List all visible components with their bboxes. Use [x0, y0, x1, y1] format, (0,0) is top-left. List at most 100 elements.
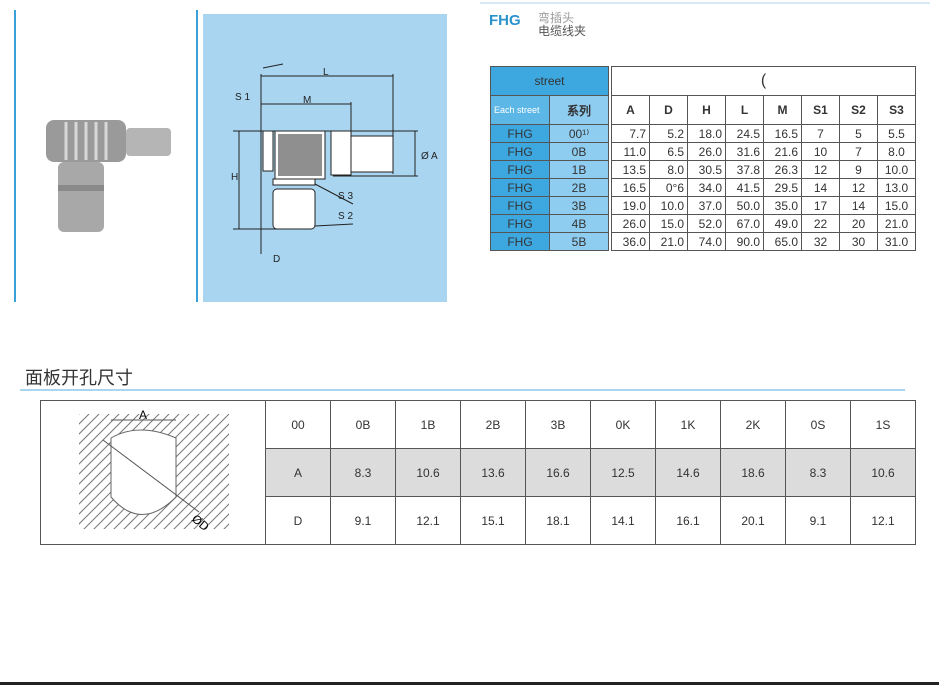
cell-value: 90.0 — [725, 232, 764, 251]
hatch-line — [163, 463, 229, 529]
cell-value: 49.0 — [763, 214, 802, 233]
cell-value: 13.5 — [611, 160, 650, 179]
cell-value: 14 — [839, 196, 878, 215]
cutout-cell: 8.3 — [330, 448, 396, 497]
hatch-line — [41, 412, 71, 532]
cell-value: 15.0 — [877, 196, 916, 215]
cell-value: 17 — [801, 196, 840, 215]
cell-value: 5.2 — [649, 124, 688, 143]
cell-value: 6.5 — [649, 142, 688, 161]
row-prefix: FHG — [490, 178, 550, 197]
row-series: 5B — [549, 232, 609, 251]
cell-value: 26.0 — [611, 214, 650, 233]
cell-value: 32 — [801, 232, 840, 251]
cutout-cell: 1K — [655, 400, 721, 449]
cell-value: 5 — [839, 124, 878, 143]
hatch-line — [41, 412, 51, 532]
col-m: M — [763, 95, 802, 125]
cutout-cell: 00 — [265, 400, 331, 449]
label-s1: S 1 — [235, 92, 250, 103]
product-subtitle: 弯插头 电缆线夹 — [538, 12, 586, 38]
cutout-cell: 16.1 — [655, 496, 721, 545]
hatch-line — [193, 493, 229, 529]
cutout-cell: 1S — [850, 400, 916, 449]
cutout-cell: 10.6 — [850, 448, 916, 497]
cell-value: 14 — [801, 178, 840, 197]
cell-value: 65.0 — [763, 232, 802, 251]
cell-value: 31.0 — [877, 232, 916, 251]
cutout-cell: 1B — [395, 400, 461, 449]
cell-value: 18.0 — [687, 124, 726, 143]
cutout-cell: A — [265, 448, 331, 497]
cell-value: 21.6 — [763, 142, 802, 161]
hatch-line — [79, 414, 130, 465]
cutout-cell: 10.6 — [395, 448, 461, 497]
product-code: FHG — [489, 12, 521, 29]
cell-value: 20 — [839, 214, 878, 233]
cutout-cell: 12.1 — [395, 496, 461, 545]
cell-value: 7 — [839, 142, 878, 161]
hatch-line — [79, 414, 110, 445]
cell-value: 16.5 — [763, 124, 802, 143]
cell-value: 12 — [801, 160, 840, 179]
cell-value: 10.0 — [649, 196, 688, 215]
cutout-cell: 20.1 — [720, 496, 786, 545]
cutout-cell: 2B — [460, 400, 526, 449]
cell-value: 16.5 — [611, 178, 650, 197]
cutout-cell: 3B — [525, 400, 591, 449]
cell-value: 37.0 — [687, 196, 726, 215]
hatch-line — [79, 414, 140, 475]
cell-value: 34.0 — [687, 178, 726, 197]
cell-value: 31.6 — [725, 142, 764, 161]
row-series: 2B — [549, 178, 609, 197]
cell-value: 0°6 — [649, 178, 688, 197]
row-prefix: FHG — [490, 214, 550, 233]
hatch-line — [79, 414, 120, 455]
cell-value: 30 — [839, 232, 878, 251]
cell-value: 36.0 — [611, 232, 650, 251]
col-a: A — [611, 95, 650, 125]
cutout-diagram: /* hatch drawn below */ A ØD — [40, 400, 266, 545]
cell-value: 24.5 — [725, 124, 764, 143]
subtitle-line2: 电缆线夹 — [538, 24, 587, 38]
bottom-border — [0, 682, 939, 685]
cell-value: 50.0 — [725, 196, 764, 215]
cutout-cell: 0B — [330, 400, 396, 449]
panel-cutout-table: /* hatch drawn below */ A ØD 000B1B2B3B0… — [40, 400, 916, 545]
row-series: 4B — [549, 214, 609, 233]
cell-value: 21.0 — [877, 214, 916, 233]
cell-value: 5.5 — [877, 124, 916, 143]
section-rule — [20, 389, 905, 391]
col-h: H — [687, 95, 726, 125]
label-m: M — [303, 95, 311, 106]
subtitle-line1: 弯插头 — [538, 11, 575, 25]
cell-value: 26.3 — [763, 160, 802, 179]
cell-value: 11.0 — [611, 142, 650, 161]
cutout-cell: 8.3 — [785, 448, 851, 497]
hatch-line — [203, 503, 229, 529]
label-h: H — [231, 172, 238, 183]
cell-value: 52.0 — [687, 214, 726, 233]
connector-dimension-drawing: L M S 1 S 3 S 2 D H Ø A — [203, 14, 447, 302]
cell-value: 13.0 — [877, 178, 916, 197]
hatch-line — [143, 443, 229, 529]
cell-value: 26.0 — [687, 142, 726, 161]
label-s2: S 2 — [338, 211, 353, 222]
cell-value: 35.0 — [763, 196, 802, 215]
col-s1: S1 — [801, 95, 840, 125]
cell-value: 7.7 — [611, 124, 650, 143]
cell-value: 10.0 — [877, 160, 916, 179]
cell-value: 21.0 — [649, 232, 688, 251]
cutout-cell: 14.1 — [590, 496, 656, 545]
cutout-cell: D — [265, 496, 331, 545]
header-each-street: Each street — [490, 95, 550, 125]
hatch-line — [173, 473, 229, 529]
label-l: L — [323, 67, 329, 78]
row-prefix: FHG — [490, 196, 550, 215]
